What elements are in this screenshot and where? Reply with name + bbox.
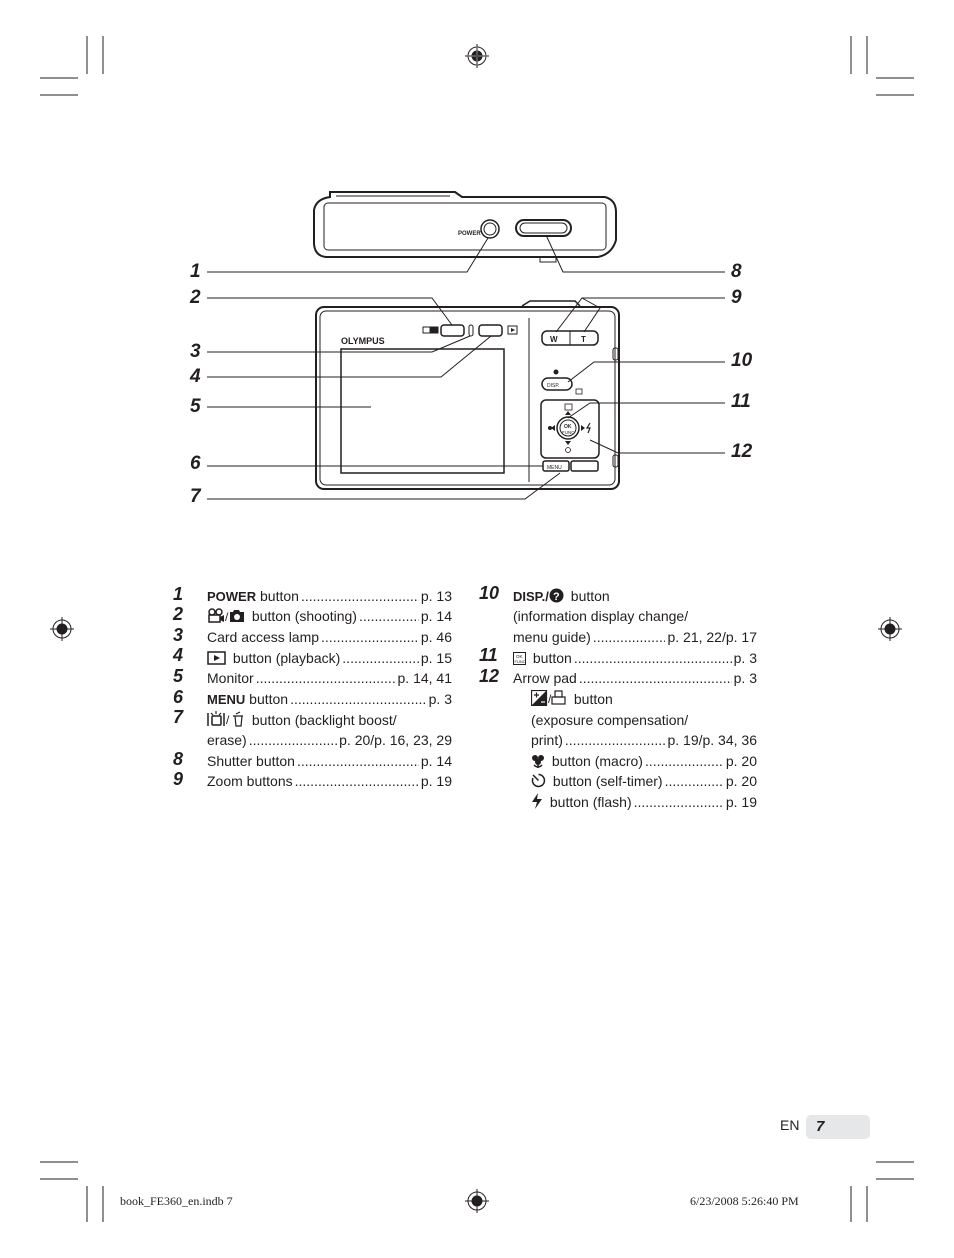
callout-12: 12 [731,441,753,462]
legend-sub-exposure-line3: print) p. 19/p. 34, 36 [531,730,757,750]
func-label: FUNC [562,430,575,435]
legend-num-6: 6 [173,687,184,707]
svg-text:/: / [548,692,552,706]
playback-icon [207,651,226,665]
legend-sub-selftimer: button (self-timer) p. 20 [531,771,757,791]
legend-sub-exposure-line1: / button [531,689,613,709]
legend-item-7-line1: / button (backlight boost/ [207,710,397,730]
legend-item-8: Shutter button p. 14 [207,751,452,771]
question-icon: ? [549,588,564,603]
legend-item-9: Zoom buttons p. 19 [207,771,452,791]
legend-item-5: Monitor p. 14, 41 [207,668,452,688]
svg-text:OK: OK [516,654,523,659]
callout-7: 7 [190,486,201,507]
legend-item-4: button (playback) p. 15 [207,648,452,668]
legend-num-2: 2 [173,604,184,624]
page-number: 7 [816,1118,825,1135]
power-label: POWER [458,231,481,237]
legend-num-9: 9 [173,769,184,789]
page-number-tab: 7 [806,1115,870,1139]
registration-mark-right [878,617,902,641]
legend-item-12: Arrow pad p. 3 [513,668,757,688]
legend-item-7-line2: erase) p. 20/p. 16, 23, 29 [207,730,452,750]
brand-logo: OLYMPUS [341,336,385,346]
callout-8: 8 [731,261,742,282]
registration-mark-top [465,44,489,68]
callout-1: 1 [190,261,201,282]
callout-6: 6 [190,453,201,474]
exposure-print-icon: / [531,690,566,706]
legend-num-7: 7 [173,707,184,727]
page-lang: EN [780,1117,800,1133]
legend-sub-macro: button (macro) p. 20 [531,751,757,771]
callout-9: 9 [731,287,742,308]
svg-text:/: / [226,713,230,727]
footer-file: book_FE360_en.indb 7 [120,1194,233,1208]
legend-sub-flash: button (flash) p. 19 [531,792,757,812]
flash-icon [532,793,542,809]
legend-num-12: 12 [479,666,500,686]
legend-item-1: POWER button p. 13 [207,586,452,607]
callout-3: 3 [190,341,201,362]
legend-item-3: Card access lamp p. 46 [207,627,452,647]
registration-mark-bottom [465,1189,489,1213]
backlight-erase-icon: / [207,711,243,727]
legend-item-10-line2: (information display change/ [513,608,689,624]
legend-item-10-line1: DISP./ ? button [513,588,610,604]
svg-text:/: / [225,610,229,623]
zoom-t-label: T [581,335,586,344]
legend-item-11: OK FUNC button p. 3 [513,648,757,668]
movie-camera-icon: / [208,608,244,623]
camera-back-view [315,300,620,490]
disp-label: DISP. [547,383,559,389]
legend-num-8: 8 [173,749,184,769]
legend-item-6: MENU button p. 3 [207,689,452,710]
registration-mark-left [50,617,74,641]
legend-item-2: / button (shooting) p. 14 [207,606,452,626]
callout-4: 4 [190,366,201,387]
ok-label: OK [564,424,572,430]
callout-10: 10 [731,350,753,371]
menu-label: MENU [547,465,562,471]
legend-num-3: 3 [173,625,184,645]
callout-11: 11 [731,391,751,412]
legend-num-5: 5 [173,666,184,686]
callout-2: 2 [190,287,201,308]
zoom-w-label: W [550,335,558,344]
camera-top-view [313,191,617,263]
leader-lines [207,234,725,500]
svg-text:?: ? [553,591,560,603]
legend-sub-exposure-line2: (exposure compensation/ [531,712,689,728]
callout-5: 5 [190,396,201,417]
legend-item-10-line3: menu guide) p. 21, 22/p. 17 [513,627,757,647]
legend-num-1: 1 [173,584,184,604]
ok-func-icon: OK FUNC [513,652,526,665]
footer-date: 6/23/2008 5:26:40 PM [690,1194,799,1208]
self-timer-icon [531,773,546,788]
legend-num-10: 10 [479,583,500,603]
svg-text:FUNC: FUNC [515,659,526,664]
legend-num-4: 4 [173,645,184,665]
legend-num-11: 11 [479,645,498,665]
macro-flower-icon [532,755,544,768]
